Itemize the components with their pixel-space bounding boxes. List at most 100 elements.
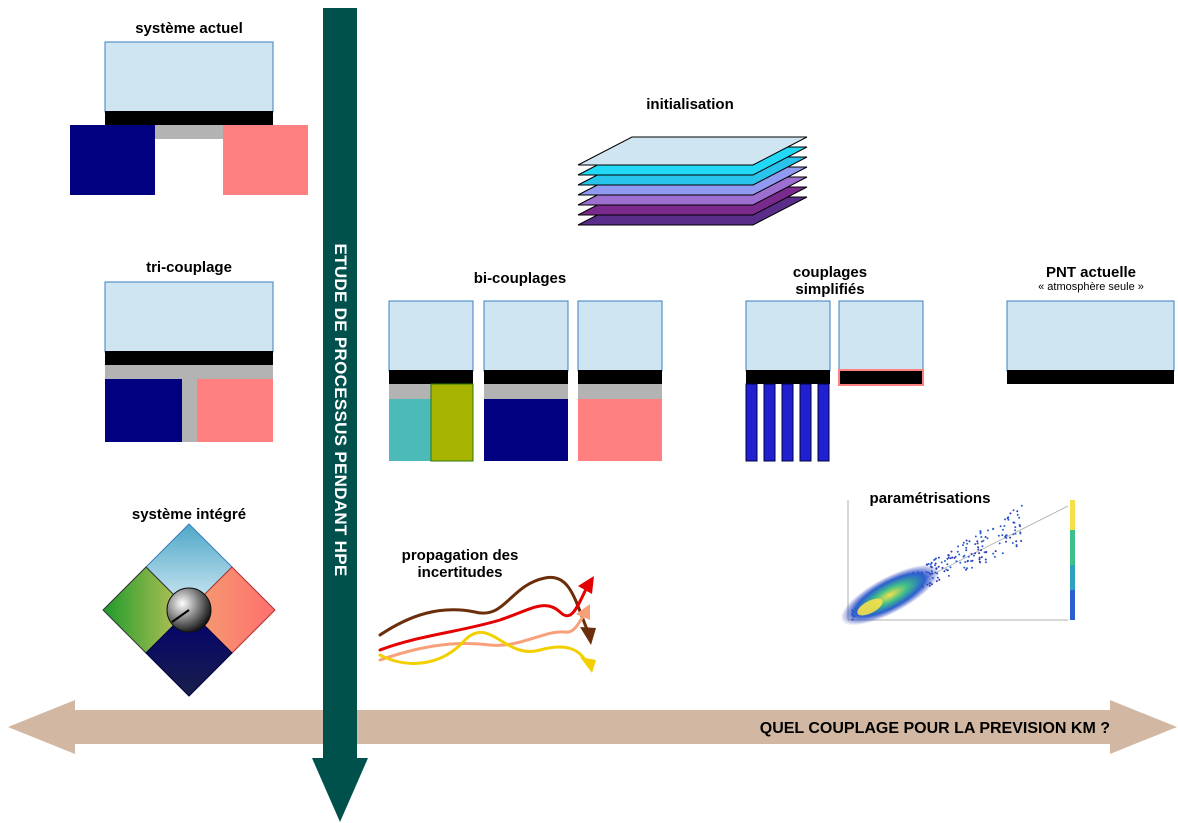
- horizontal-arrow: [8, 700, 1177, 754]
- current-system-diagram: [70, 41, 308, 195]
- integrated-system-diagram: [102, 523, 276, 697]
- scatter-point: [933, 559, 936, 561]
- tri-coupling-diagram: [104, 281, 274, 442]
- ocean-quadrant: [145, 609, 233, 697]
- curve-salmon: [378, 610, 588, 662]
- initialisation-stack: [577, 136, 808, 226]
- scatter-point: [965, 546, 968, 549]
- scatter-point: [954, 555, 957, 558]
- scatter-point: [977, 546, 980, 549]
- tri-coupling-title: tri-couplage: [146, 259, 232, 276]
- scatter-point: [984, 561, 987, 564]
- scatter-point: [966, 542, 969, 545]
- scatter-point: [1012, 509, 1015, 512]
- scatter-point: [1011, 542, 1014, 544]
- scatter-point: [943, 570, 946, 573]
- arrowhead-red: [578, 576, 594, 594]
- current-system-title: système actuel: [135, 20, 243, 37]
- scatter-point: [1012, 521, 1015, 524]
- coupler-needle: [171, 609, 190, 623]
- scatter-point: [976, 542, 979, 545]
- scatter-point: [987, 529, 989, 532]
- scatter-point: [997, 534, 1000, 537]
- scatter-point: [1009, 536, 1012, 539]
- scatter-point: [956, 550, 959, 553]
- scatter-point: [978, 556, 981, 559]
- vertical-axis-label: ETUDE DE PROCESSUS PENDANT HPE: [331, 243, 350, 577]
- bi-couplings-title: bi-couplages: [473, 270, 567, 287]
- scatter-point: [958, 553, 961, 556]
- grey-layer: [105, 365, 273, 379]
- scatter-point: [1003, 525, 1006, 527]
- scatter-point: [1001, 534, 1004, 537]
- scatter-point: [1014, 526, 1017, 529]
- scatter-point: [992, 552, 995, 555]
- scatter-point: [980, 556, 983, 559]
- scatter-point: [937, 565, 940, 568]
- scatter-point: [930, 561, 933, 564]
- scatter-point: [1004, 535, 1007, 538]
- surface-block: [223, 125, 308, 195]
- scatter-point: [957, 545, 960, 548]
- scatter-point: [927, 562, 930, 565]
- scatter-point: [1014, 532, 1017, 535]
- bi-coupling-diagram-3: [577, 300, 663, 461]
- scatter-point: [974, 535, 977, 538]
- pnt-title: PNT actuelle: [1045, 264, 1137, 281]
- bi-coupling-diagram-1: [388, 300, 474, 462]
- scatter-point: [947, 556, 950, 559]
- scatter-point: [998, 542, 1001, 545]
- arrowhead-brown: [580, 627, 596, 645]
- scatter-point: [984, 558, 987, 561]
- scatter-point: [1012, 533, 1015, 536]
- horizontal-axis-label: QUEL COUPLAGE POUR LA PREVISION KM ?: [759, 720, 1110, 737]
- scatter-point: [986, 537, 989, 540]
- uncertainty-title-line1: propagation des: [401, 547, 519, 564]
- scatter-point: [1002, 528, 1004, 531]
- scatter-point: [935, 580, 938, 583]
- scatter-point: [1019, 525, 1021, 528]
- scatter-point: [962, 544, 964, 547]
- curve-red: [378, 583, 590, 652]
- pnt-subtitle: « atmosphère seule »: [1038, 281, 1144, 293]
- scatter-point: [966, 560, 969, 563]
- scatter-point: [981, 545, 984, 548]
- scatter-point: [1016, 513, 1019, 516]
- scatter-point: [972, 554, 975, 557]
- scatter-point: [951, 556, 954, 559]
- scatter-point: [950, 550, 953, 553]
- interface-bar: [105, 351, 273, 365]
- arrowhead-salmon: [576, 604, 590, 620]
- scatter-point: [945, 568, 948, 571]
- simplified-couplings-title-line2: simplifiés: [795, 281, 865, 298]
- scatter-point: [994, 550, 997, 553]
- scatter-point: [970, 553, 973, 555]
- ocean-block: [70, 125, 155, 195]
- scatter-point: [999, 525, 1002, 528]
- scatter-point: [962, 541, 965, 544]
- atmosphere-block: [104, 281, 274, 353]
- scatter-point: [1020, 540, 1023, 542]
- simplified-coupling-surface: [838, 300, 924, 386]
- scatter-point: [980, 536, 983, 538]
- scatter-point: [947, 574, 950, 577]
- scatter-point: [980, 540, 983, 543]
- scatter-point: [964, 561, 967, 563]
- scatter-point: [1006, 517, 1009, 520]
- integrated-system-title: système intégré: [131, 506, 247, 523]
- scatter-point: [965, 539, 968, 542]
- scatter-point: [983, 551, 986, 554]
- scatter-point: [1007, 518, 1010, 521]
- scatter-point: [1016, 510, 1019, 513]
- scatter-point: [933, 564, 936, 567]
- simplified-coupling-columns: [745, 300, 831, 462]
- scatter-point: [985, 551, 988, 554]
- scatter-point: [992, 528, 995, 531]
- scatter-point: [966, 567, 969, 570]
- scatter-point: [978, 560, 981, 563]
- scatter-point: [976, 540, 979, 543]
- parametrisations-title: paramétrisations: [869, 490, 991, 507]
- scatter-point: [947, 554, 950, 556]
- initialisation-title: initialisation: [646, 96, 734, 113]
- scatter-point: [965, 549, 968, 552]
